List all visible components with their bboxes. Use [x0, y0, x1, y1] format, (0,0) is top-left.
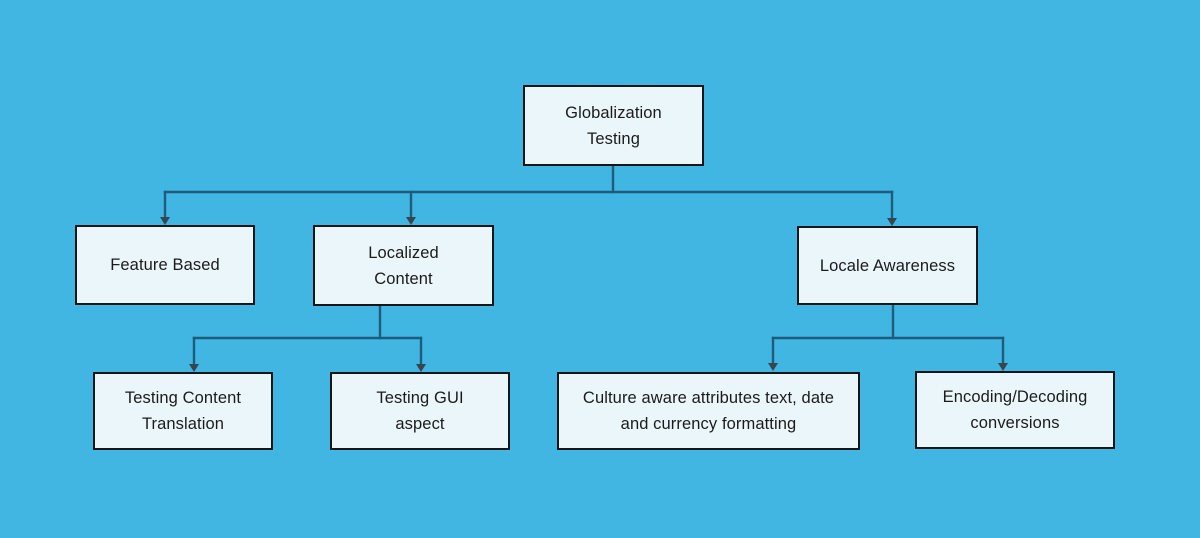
- node-globalization-testing: Globalization Testing: [523, 85, 704, 166]
- arrowhead-localized-content: [406, 217, 416, 225]
- node-encoding-decoding-conversions: Encoding/Decoding conversions: [915, 371, 1115, 449]
- node-label: Globalization Testing: [565, 103, 662, 148]
- arrowhead-locale-awareness: [887, 218, 897, 226]
- arrowhead-culture-aware: [768, 363, 778, 371]
- arrowhead-encoding-decoding: [998, 363, 1008, 371]
- node-testing-content-translation: Testing Content Translation: [93, 372, 273, 450]
- node-label: Testing GUI aspect: [376, 389, 464, 433]
- node-label: Feature Based: [110, 256, 220, 274]
- arrowhead-testing-content-translation: [189, 364, 199, 372]
- node-culture-aware-formatting: Culture aware attributes text, date and …: [557, 372, 860, 450]
- node-label: Culture aware attributes text, date and …: [582, 389, 835, 433]
- node-localized-content: Localized Content: [313, 225, 494, 306]
- node-testing-gui-aspect: Testing GUI aspect: [330, 372, 510, 450]
- node-feature-based: Feature Based: [75, 225, 255, 305]
- node-label: Locale Awareness: [819, 256, 956, 275]
- arrowhead-testing-gui-aspect: [416, 364, 426, 372]
- node-label: Encoding/Decoding conversions: [942, 388, 1088, 432]
- arrowhead-feature-based: [160, 217, 170, 225]
- node-label: Testing Content Translation: [124, 389, 242, 433]
- node-label: Localized Content: [368, 243, 439, 288]
- node-locale-awareness: Locale Awareness: [797, 226, 978, 305]
